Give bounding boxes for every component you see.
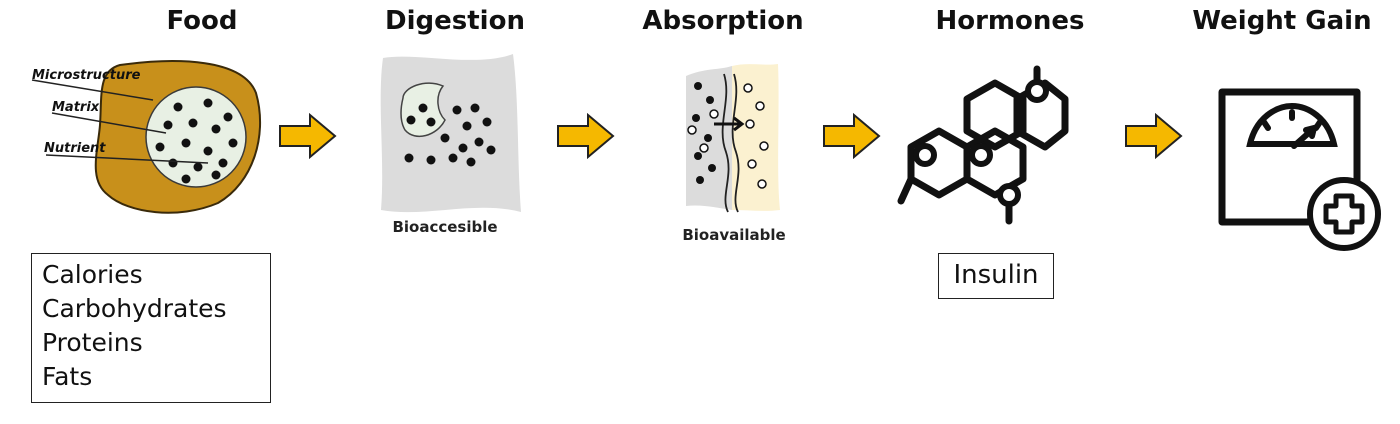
food-microstructure-illustration: Microstructure Matrix Nutrient	[31, 60, 262, 214]
stage-title-digestion: Digestion	[385, 6, 525, 36]
hormone-box: Insulin	[938, 253, 1054, 299]
hormone-molecule-icon	[897, 65, 1069, 225]
right-arrow-icon	[823, 113, 881, 159]
absorption-illustration	[686, 64, 780, 213]
food-box-item: Carbohydrates	[42, 294, 227, 323]
label-microstructure: Microstructure	[32, 68, 141, 83]
food-box-item: Proteins	[42, 328, 143, 357]
plus-circle	[1307, 177, 1381, 251]
right-arrow-icon	[557, 113, 615, 159]
right-arrow-icon	[1125, 113, 1183, 159]
food-box-item: Calories	[42, 260, 143, 289]
food-nutrients-box: Calories Carbohydrates Proteins Fats	[31, 253, 271, 403]
stage-title-absorption: Absorption	[642, 6, 804, 36]
hormone-box-label: Insulin	[953, 260, 1039, 290]
right-arrow-icon	[279, 113, 337, 159]
food-box-item: Fats	[42, 362, 93, 391]
caption-bioaccesible: Bioaccesible	[392, 218, 498, 236]
bloodstream	[732, 64, 780, 211]
stage-title-weight-gain: Weight Gain	[1192, 6, 1372, 36]
stage-title-food: Food	[166, 6, 238, 36]
digestion-background	[380, 54, 521, 213]
stage-title-hormones: Hormones	[935, 6, 1085, 36]
label-nutrient: Nutrient	[44, 141, 106, 156]
digestion-illustration	[380, 54, 521, 213]
nutrient-dots	[155, 98, 238, 184]
caption-bioavailable: Bioavailable	[682, 226, 786, 244]
scale-plus-icon	[1218, 88, 1381, 251]
label-matrix: Matrix	[52, 100, 100, 115]
food-matrix	[145, 86, 247, 188]
